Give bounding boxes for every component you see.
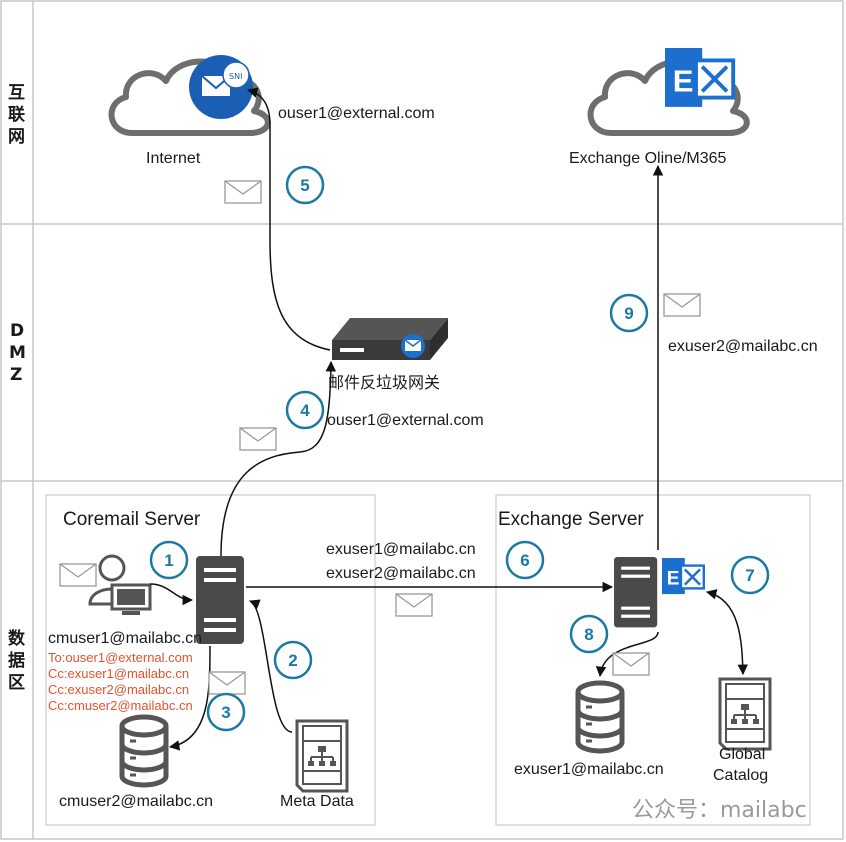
exchange-server-icon [614, 557, 658, 628]
zone-label-dmz-2: M [9, 343, 26, 363]
coremail-server-label: Coremail Server [63, 509, 201, 530]
header-to: To:ouser1@external.com [48, 650, 193, 665]
step-4-label: 4 [300, 401, 310, 420]
step-4-badge: 4 [285, 390, 325, 430]
step-8-badge: 8 [569, 614, 609, 654]
outlook-mail-icon: SNI [189, 55, 253, 119]
global-catalog-label-2: Catalog [713, 767, 768, 784]
internet-label: Internet [146, 150, 201, 167]
arrow-metadata-to-coremail [249, 599, 293, 733]
header-cc-cmuser2: Cc:cmuser2@mailabc.cn [48, 698, 193, 713]
exchange-server-box [495, 494, 811, 826]
arrow-gateway-to-internet [246, 87, 331, 351]
global-catalog-label-1: Global [719, 746, 765, 763]
meta-data-label: Meta Data [280, 793, 354, 810]
zone-label-internet-3: 网 [8, 127, 25, 147]
step-8-label: 8 [584, 625, 593, 644]
step-2-label: 2 [288, 651, 297, 670]
envelope-icon-step8 [612, 652, 650, 676]
arrow-exchange-gc-bidirectional [705, 589, 748, 676]
step-1-badge: 1 [149, 540, 189, 580]
envelope-icon-step4 [239, 427, 277, 451]
cmuser2-mailbox-db-icon [122, 717, 166, 785]
global-catalog-icon [718, 677, 772, 751]
meta-data-icon [295, 719, 349, 793]
envelope-icon-step3 [208, 671, 246, 695]
exuser1-db-label: exuser1@mailabc.cn [514, 761, 664, 778]
exuser1-link-label: exuser1@mailabc.cn [326, 541, 476, 558]
envelope-icon-step6 [395, 593, 433, 617]
user-icon [88, 554, 152, 615]
envelope-icon-step9 [663, 293, 701, 317]
envelope-icon-step5 [224, 180, 262, 204]
watermark: 公众号：mailabc [632, 798, 807, 823]
zone-label-internet-1: 互 [8, 83, 25, 103]
step-9-label: 9 [624, 304, 633, 323]
exchange-server-logo-icon [660, 556, 705, 596]
zone-label-internet-2: 联 [8, 105, 25, 125]
step-6-label: 6 [520, 551, 529, 570]
coremail-server-box [45, 494, 376, 826]
exchange-server-label: Exchange Server [498, 509, 644, 530]
exuser1-mailbox-db-icon [578, 683, 622, 751]
flow-arrows [149, 87, 748, 751]
exuser2-online-label: exuser2@mailabc.cn [668, 338, 818, 355]
coremail-server-icon [196, 556, 244, 644]
outlook-badge-text: SNI [229, 72, 242, 81]
arrow-coremail-to-gateway [220, 360, 337, 557]
cmuser2-label: cmuser2@mailabc.cn [59, 793, 213, 810]
gateway-label: 邮件反垃圾网关 [328, 374, 440, 392]
exuser2-link-label: exuser2@mailabc.cn [326, 565, 476, 582]
zone-label-dmz-1: D [10, 321, 24, 341]
step-3-label: 3 [221, 703, 230, 722]
step-5-badge: 5 [285, 165, 325, 205]
zone-label-dmz-3: Z [10, 365, 22, 385]
ouser1-dmz-label: ouser1@external.com [327, 412, 484, 429]
step-7-label: 7 [745, 566, 754, 585]
header-cc-exuser1: Cc:exuser1@mailabc.cn [48, 666, 189, 681]
zone-label-data-1: 数 [8, 628, 26, 649]
exchange-online-logo-icon [663, 46, 736, 109]
envelope-icon-user [59, 563, 97, 587]
exchange-online-label: Exchange Oline/M365 [569, 150, 727, 167]
step-badges: 1 2 3 4 5 6 7 8 [149, 165, 770, 732]
cmuser1-label: cmuser1@mailabc.cn [48, 630, 202, 647]
step-2-badge: 2 [273, 640, 313, 680]
ouser1-internet-label: ouser1@external.com [278, 105, 435, 122]
message-headers: To:ouser1@external.com Cc:exuser1@mailab… [48, 650, 193, 713]
step-6-badge: 6 [505, 540, 545, 580]
gateway-appliance-icon [332, 318, 448, 360]
zone-label-data-3: 区 [8, 673, 25, 693]
step-1-label: 1 [164, 551, 173, 570]
step-5-label: 5 [300, 176, 309, 195]
step-3-badge: 3 [206, 692, 246, 732]
header-cc-exuser2: Cc:exuser2@mailabc.cn [48, 682, 189, 697]
arrow-exchange-to-exuser1-db [595, 631, 659, 678]
zone-label-data-2: 据 [8, 650, 25, 671]
step-9-badge: 9 [609, 293, 649, 333]
step-7-badge: 7 [730, 555, 770, 595]
arrow-user-to-coremail [149, 583, 194, 606]
arrow-coremail-to-cmuser2-db [168, 645, 211, 751]
